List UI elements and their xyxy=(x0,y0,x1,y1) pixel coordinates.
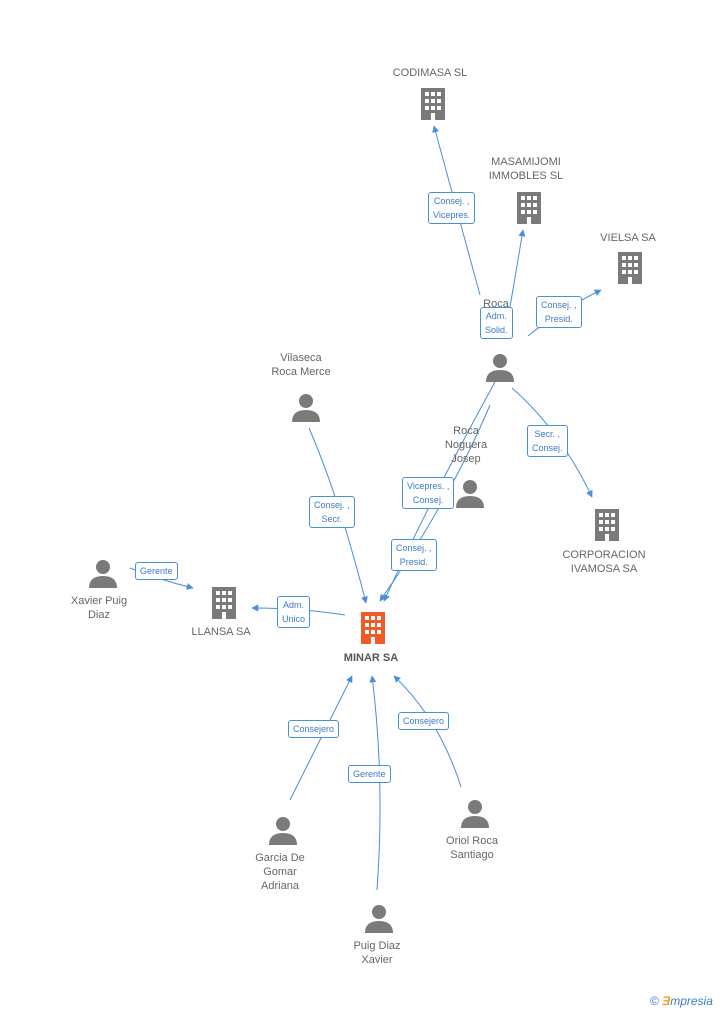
building-icon[interactable] xyxy=(614,250,646,284)
node-label-vilaseca[interactable]: Vilaseca Roca Merce xyxy=(271,352,331,378)
edge-garcia-minar xyxy=(289,675,353,801)
building-icon[interactable] xyxy=(417,86,449,120)
person-icon[interactable] xyxy=(364,903,394,933)
copyright-symbol: © xyxy=(650,994,659,1008)
empresia-credit[interactable]: © Ǝmpresia xyxy=(650,994,713,1008)
person-icon[interactable] xyxy=(460,798,490,828)
edge-label-vicepres-consej: Vicepres. , Consej. xyxy=(402,477,455,509)
person-icon[interactable] xyxy=(268,815,298,845)
empresia-logo-mark: Ǝ xyxy=(662,994,671,1008)
edge-label-secr-consej: Secr. , Consej. xyxy=(527,425,568,457)
node-label-minar[interactable]: MINAR SA xyxy=(343,652,399,664)
edge-label-consej-presid-minar: Consej. , Presid. xyxy=(391,539,437,571)
node-label-vielsa[interactable]: VIELSA SA xyxy=(600,232,656,244)
person-icon[interactable] xyxy=(455,478,485,508)
node-label-masamijomi[interactable]: MASAMIJOMI IMMOBLES SL xyxy=(488,156,564,182)
edge-label-consejero-oriol: Consejero xyxy=(398,712,450,730)
edge-label-consej-vicepres: Consej. , Vicepres. xyxy=(428,192,476,224)
edge-label-consej-presid-vielsa: Consej. , Presid. xyxy=(536,296,582,328)
node-label-llansa[interactable]: LLANSA SA xyxy=(191,626,251,638)
edge-label-gerente-puig: Gerente xyxy=(348,765,391,783)
edge-label-gerente-llansa: Gerente xyxy=(135,562,178,580)
node-label-oriol[interactable]: Oriol Roca Santiago xyxy=(446,835,498,861)
empresia-logo-text: mpresia xyxy=(670,994,713,1008)
edge-oriol-minar xyxy=(393,675,462,788)
node-label-puig-diaz[interactable]: Puig Diaz Xavier xyxy=(353,940,401,966)
edge-label-adm-solid: Adm. Solid. xyxy=(480,307,513,339)
edge-puig-diaz-minar xyxy=(369,675,381,891)
node-label-codimasa[interactable]: CODIMASA SL xyxy=(392,67,468,79)
main-company-icon[interactable] xyxy=(357,610,389,644)
building-icon[interactable] xyxy=(513,190,545,224)
node-label-roca-noguera[interactable]: Roca Noguera Josep xyxy=(444,425,488,465)
node-label-garcia[interactable]: Garcia De Gomar Adriana xyxy=(255,852,305,892)
edge-label-adm-unico: Adm. Unico xyxy=(277,596,311,628)
node-label-xavier-puig[interactable]: Xavier Puig Diaz xyxy=(70,595,128,621)
person-icon[interactable] xyxy=(291,392,321,422)
node-label-corporacion[interactable]: CORPORACION IVAMOSA SA xyxy=(562,549,646,575)
person-icon[interactable] xyxy=(88,558,118,588)
building-icon[interactable] xyxy=(591,507,623,541)
edge-label-consej-secr: Consej. , Secr. xyxy=(309,496,355,528)
person-icon[interactable] xyxy=(485,352,515,382)
building-icon[interactable] xyxy=(208,585,240,619)
edge-label-consejero-garcia: Consejero xyxy=(288,720,340,738)
